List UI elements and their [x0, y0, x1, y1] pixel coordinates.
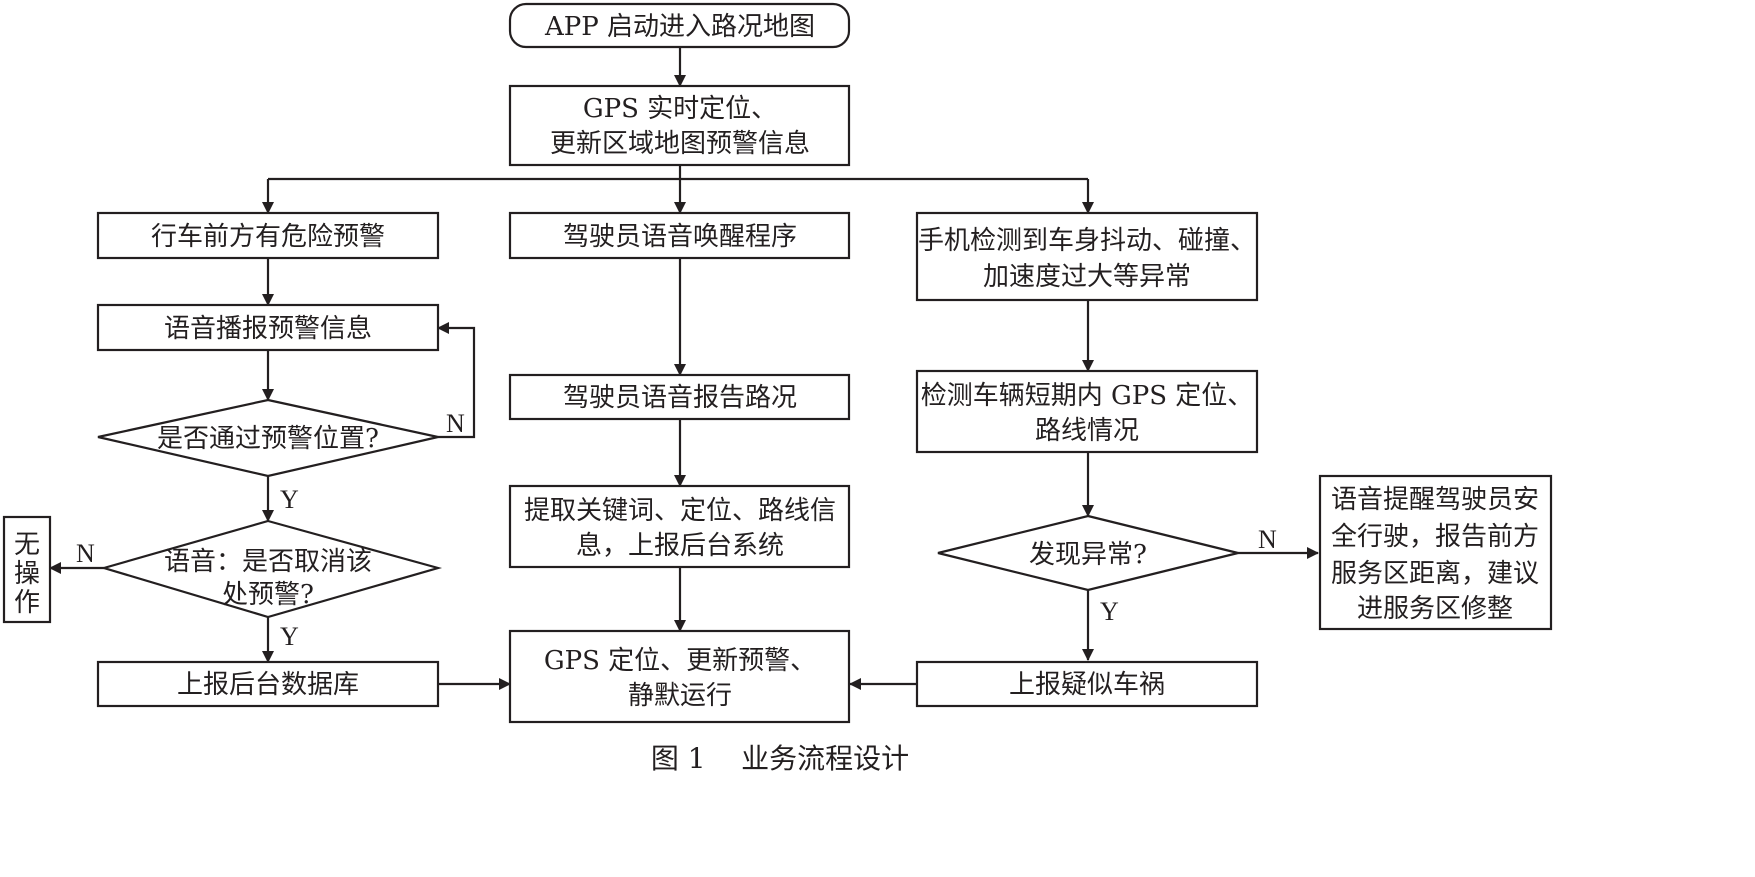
edge-label-passed-yes: Y	[280, 485, 299, 514]
edge-label-cancel-yes: Y	[280, 622, 299, 651]
node-extract-line-2: 息，上报后台系统	[576, 531, 784, 561]
node-report-db-label: 上报后台数据库	[177, 670, 359, 700]
edge-passed-no-loop	[437, 322, 476, 439]
node-gps-silent: GPS 定位、更新预警、 静默运行	[508, 629, 851, 724]
node-report-accident-label: 上报疑似车祸	[1009, 670, 1165, 700]
node-extract-line-1: 提取关键词、定位、路线信	[524, 496, 836, 526]
node-gps-update-line-1: GPS 实时定位、	[583, 94, 777, 124]
node-gps-silent-line-2: 静默运行	[628, 681, 732, 711]
figure-caption: 图 1 业务流程设计	[651, 742, 909, 775]
node-cancel-check: 语音：是否取消该 处预警?	[100, 519, 443, 619]
node-check-gps-line-1: 检测车辆短期内 GPS 定位、	[921, 381, 1254, 411]
node-remind-line-3: 服务区距离，建议	[1331, 559, 1539, 589]
node-gps-update-line-2: 更新区域地图预警信息	[550, 129, 810, 159]
node-start-label: APP 启动进入路况地图	[544, 12, 815, 42]
node-found-anomaly-label: 发现异常?	[1029, 540, 1147, 570]
node-voice-report: 驾驶员语音报告路况	[508, 373, 851, 421]
edge-labels: N Y N Y N Y	[76, 409, 1277, 651]
node-remind-line-4: 进服务区修整	[1357, 594, 1513, 624]
node-remind: 语音提醒驾驶员安 全行驶，报告前方 服务区距离，建议 进服务区修整	[1318, 474, 1553, 631]
edge-label-found-no: N	[1258, 525, 1277, 554]
node-danger-warning: 行车前方有危险预警	[96, 211, 440, 260]
node-voice-broadcast-label: 语音播报预警信息	[164, 314, 372, 344]
node-remind-line-1: 语音提醒驾驶员安	[1331, 485, 1539, 515]
node-found-anomaly: 发现异常?	[937, 514, 1239, 592]
edge-label-passed-no: N	[446, 409, 465, 438]
node-cancel-check-line-1: 语音：是否取消该	[164, 547, 372, 577]
node-report-db: 上报后台数据库	[96, 660, 440, 708]
node-check-gps: 检测车辆短期内 GPS 定位、 路线情况	[915, 369, 1259, 454]
node-no-action-char-1: 无	[14, 530, 40, 560]
node-start: APP 启动进入路况地图	[508, 2, 851, 49]
node-passed-check: 是否通过预警位置?	[97, 398, 439, 478]
node-no-action-char-3: 作	[14, 588, 40, 618]
node-remind-line-2: 全行驶，报告前方	[1331, 522, 1539, 552]
node-phone-detect-line-2: 加速度过大等异常	[983, 262, 1191, 292]
node-voice-wake-label: 驾驶员语音唤醒程序	[563, 222, 797, 252]
node-voice-report-label: 驾驶员语音报告路况	[563, 383, 797, 413]
node-no-action-char-2: 操	[14, 559, 40, 589]
node-check-gps-line-2: 路线情况	[1035, 416, 1139, 446]
edge-label-found-yes: Y	[1100, 597, 1119, 626]
node-report-accident: 上报疑似车祸	[915, 660, 1259, 708]
node-phone-detect: 手机检测到车身抖动、碰撞、 加速度过大等异常	[915, 211, 1259, 302]
node-voice-broadcast: 语音播报预警信息	[96, 303, 440, 352]
node-cancel-check-line-2: 处预警?	[222, 580, 314, 610]
node-gps-update: GPS 实时定位、 更新区域地图预警信息	[508, 84, 851, 167]
node-danger-warning-label: 行车前方有危险预警	[151, 222, 385, 252]
node-gps-silent-line-1: GPS 定位、更新预警、	[544, 646, 816, 676]
node-phone-detect-line-1: 手机检测到车身抖动、碰撞、	[918, 226, 1256, 256]
edge-label-cancel-no: N	[76, 539, 95, 568]
node-voice-wake: 驾驶员语音唤醒程序	[508, 211, 851, 260]
node-passed-check-label: 是否通过预警位置?	[157, 424, 379, 454]
node-extract: 提取关键词、定位、路线信 息，上报后台系统	[508, 484, 851, 569]
edges	[49, 47, 1319, 690]
node-no-action: 无 操 作	[2, 515, 52, 624]
